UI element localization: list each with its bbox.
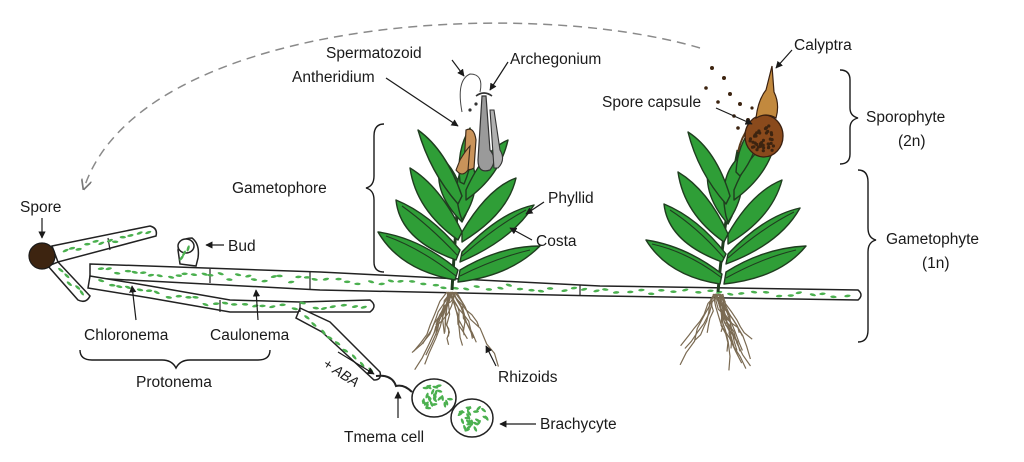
brachycyte-chloroplasts [421,384,489,432]
gametophore-brace [365,123,385,273]
chloronema-filament-upper [50,225,158,263]
label-phyllid: Phyllid [548,190,594,207]
label-gametophyte-ploidy: (1n) [922,255,950,272]
chloroplasts [58,230,851,373]
bud [177,237,200,267]
gametophyte-brace [857,169,877,343]
label-calyptra: Calyptra [794,37,852,54]
sporophyte-brace [839,69,859,165]
chloronema-filament-lower [46,261,91,303]
spore-cell [28,242,56,270]
main-filament [89,263,862,301]
protonema-filaments [46,225,862,381]
gametophore-right [645,65,807,293]
label-costa: Costa [536,233,577,250]
tmema-and-brachycytes [375,374,494,438]
label-bud: Bud [228,238,256,255]
label-spermatozoid: Spermatozoid [326,45,422,62]
gametophore-left [377,73,541,291]
label-archegonium: Archegonium [510,51,601,68]
label-sporophyte-ploidy: (2n) [898,133,926,150]
label-sporophyte: Sporophyte [866,109,945,126]
label-rhizoids: Rhizoids [498,369,558,386]
capsule-spores [748,124,776,153]
label-chloronema: Chloronema [84,327,169,344]
label-tmema-cell: Tmema cell [344,429,424,446]
label-pointers [38,49,793,428]
calyptra-shape [755,65,779,120]
archegonium [477,95,495,172]
label-brachycyte: Brachycyte [540,416,617,433]
protonema-brace [79,349,271,370]
label-spore-capsule: Spore capsule [602,94,701,111]
released-spores [704,66,754,130]
label-protonema: Protonema [136,374,212,391]
label-gametophore: Gametophore [232,180,327,197]
tmema-cell [375,374,413,393]
label-gametophyte: Gametophyte [886,231,979,248]
label-caulonema: Caulonema [210,327,290,344]
rhizoids-left [411,291,499,371]
rhizoids-right [679,293,753,371]
label-spore: Spore [20,199,61,216]
label-antheridium: Antheridium [292,69,375,86]
